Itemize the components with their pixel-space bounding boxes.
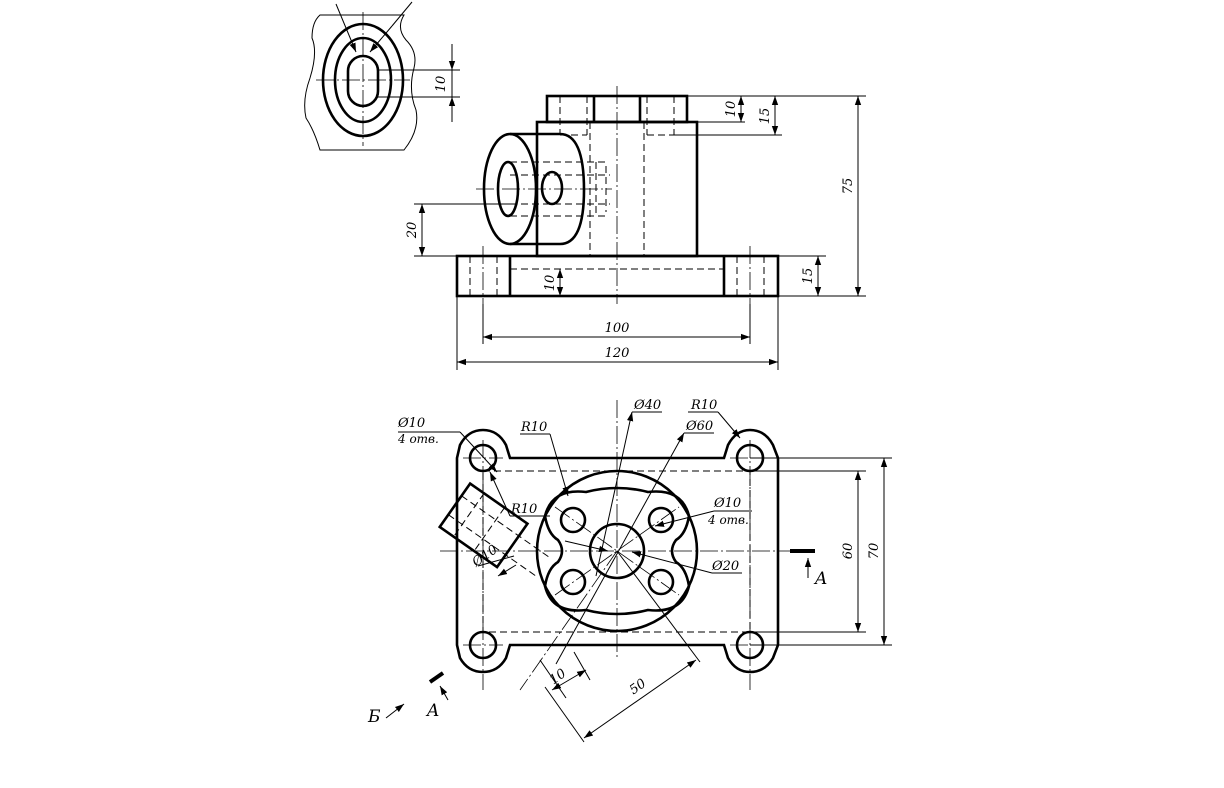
dim-70: 70 [867, 543, 882, 560]
label-d40: Ø40 [633, 398, 661, 413]
label-r10-corner-left: R10 [510, 502, 537, 517]
partial-view-b: 10 [304, 1, 460, 151]
dim-10-oblique: 10 [547, 666, 569, 688]
dim-15-base: 15 [801, 268, 816, 285]
label-hole-count: 4 отв. [397, 432, 439, 446]
dim-20: 20 [405, 222, 420, 240]
section-a-right: A [813, 569, 827, 589]
dim-120: 120 [605, 346, 630, 361]
label-r10-corner-right: R10 [690, 398, 717, 413]
label-holes-count: 4 отв. [707, 513, 749, 527]
front-view: 10 15 75 15 20 10 100 120 [405, 86, 866, 370]
dim-60: 60 [841, 543, 856, 560]
dim-10-top: 10 [724, 101, 739, 118]
dim-10-base: 10 [543, 275, 558, 292]
label-hole-dia: Ø10 [397, 416, 425, 431]
label-d60: Ø60 [685, 419, 713, 434]
label-d20: Ø20 [711, 559, 739, 574]
label-d10-holes: Ø10 [713, 496, 741, 511]
dim-100: 100 [605, 321, 630, 336]
view-b-dim-10: 10 [434, 76, 449, 93]
dim-15-top: 15 [758, 108, 773, 125]
dim-75: 75 [841, 178, 856, 195]
label-r10-boss: R10 [520, 420, 547, 435]
view-b-label: Б [367, 707, 381, 727]
top-view: 10 50 60 70 Ø10 4 отв. R10 R10 R10 Ø40 Ø… [367, 398, 892, 743]
section-a-left: A [425, 701, 439, 721]
